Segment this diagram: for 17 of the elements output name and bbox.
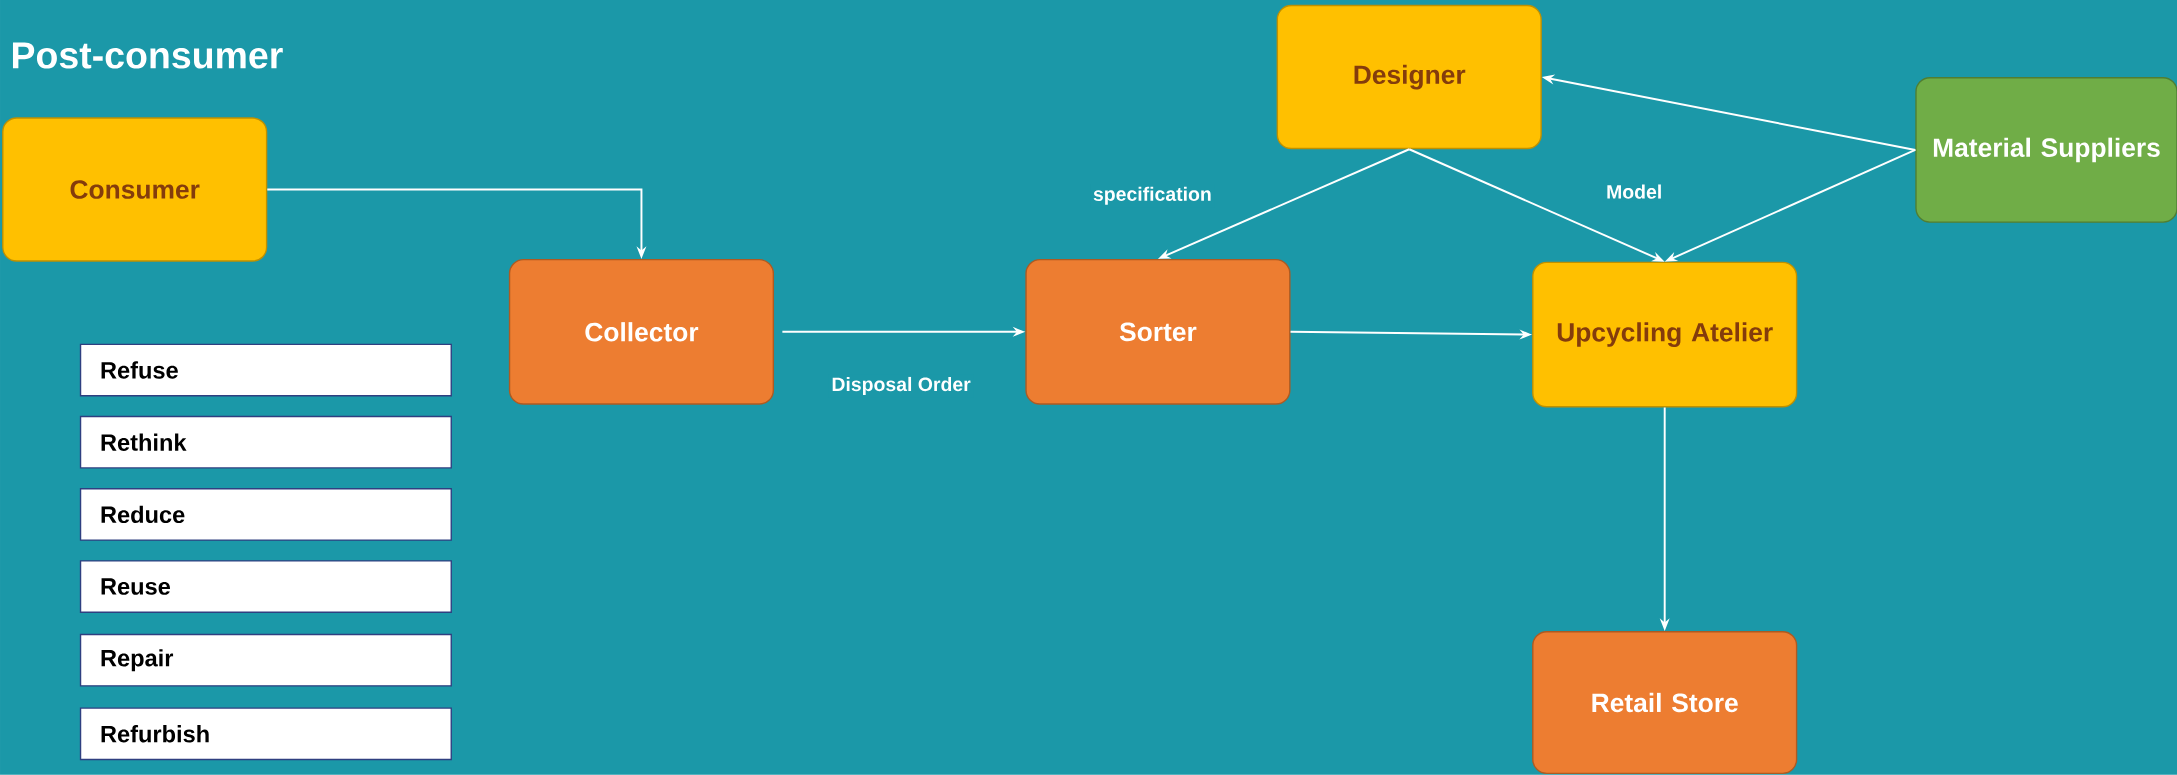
edge-label: specification [1090, 184, 1215, 208]
process-box: Upcycling Atelier [1532, 261, 1798, 408]
list-box: Reuse [79, 560, 452, 614]
process-box: Sorter [1025, 259, 1291, 405]
title: Post-consumer [13, 42, 283, 69]
process-box: Consumer [2, 117, 268, 262]
edge-label: Model [1603, 181, 1665, 202]
list-box: Repair [79, 633, 452, 687]
process-box: Designer [1276, 5, 1542, 150]
list-box: Reduce [79, 488, 452, 541]
process-box: Collector [508, 259, 775, 405]
list-box: Refuse [79, 343, 452, 397]
process-box: Retail Store [1532, 631, 1798, 775]
list-box: Rethink [79, 415, 452, 469]
process-box: Material Suppliers [1915, 77, 2177, 223]
list-box: Refurbish [79, 707, 452, 761]
edge-label: Disposal Order [828, 374, 974, 398]
